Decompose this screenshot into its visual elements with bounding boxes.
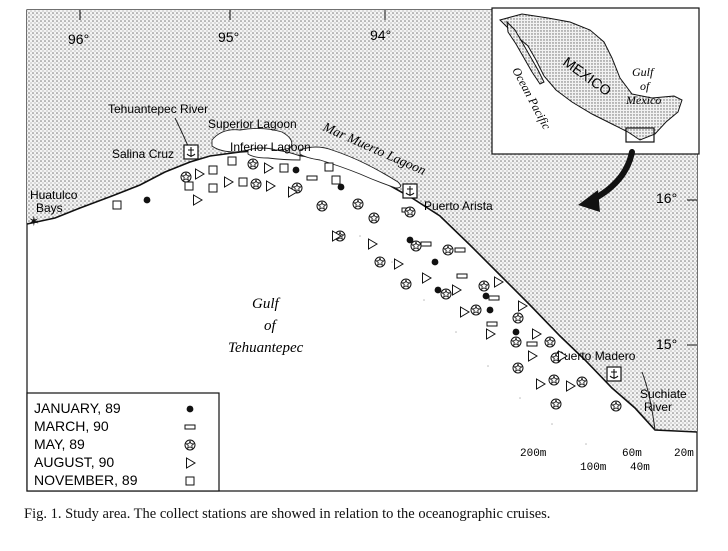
puerto-arista-port-icon <box>402 183 418 199</box>
station-may <box>404 206 416 218</box>
station-may <box>180 171 192 183</box>
suchiate-label: Suchiate <box>640 387 687 401</box>
salina-cruz-port-icon <box>183 144 199 160</box>
superior-lagoon-shape <box>211 127 293 153</box>
legend-march-label: MARCH, 90 <box>34 418 109 434</box>
station-november <box>208 165 218 175</box>
salina-cruz-label: Salina Cruz <box>112 147 174 161</box>
legend-filled-circle-icon <box>186 405 194 413</box>
station-january <box>143 196 151 204</box>
legend-november-label: NOVEMBER, 89 <box>34 472 138 488</box>
inset-of-label: of <box>640 79 651 93</box>
station-may <box>576 376 588 388</box>
inferior-lagoon-label: Inferior Lagoon <box>230 140 311 154</box>
station-may <box>400 278 412 290</box>
station-november <box>208 183 218 193</box>
gulf-label: Gulf <box>252 296 281 312</box>
station-may <box>550 398 562 410</box>
station-march <box>456 273 468 279</box>
station-november <box>279 163 289 173</box>
station-may <box>610 400 622 412</box>
station-may <box>316 200 328 212</box>
inset-gulf-label: Gulf <box>632 65 655 79</box>
bathymetry-dots <box>359 235 587 445</box>
station-january <box>512 328 520 336</box>
grid-ticks <box>79 10 697 346</box>
station-may <box>442 244 454 256</box>
station-march <box>526 341 538 347</box>
station-march <box>454 247 466 253</box>
station-may <box>247 158 259 170</box>
station-may <box>368 212 380 224</box>
huatulco-star-icon: ✶ <box>28 215 40 230</box>
depth-100m: 100m <box>580 462 607 474</box>
station-january <box>292 166 300 174</box>
puerto-madero-port-icon <box>606 366 622 382</box>
depth-40m: 40m <box>630 462 650 474</box>
legend-august-label: AUGUST, 90 <box>34 454 114 470</box>
station-november <box>331 175 341 185</box>
station-may <box>512 362 524 374</box>
legend-open-rectangle-icon <box>184 424 196 430</box>
station-may <box>470 304 482 316</box>
station-november <box>324 162 334 172</box>
station-may <box>250 178 262 190</box>
huatulco-label: Huatulco <box>30 188 78 202</box>
tehuantepec-label: Tehuantepec <box>228 340 304 356</box>
depth-20m: 20m <box>674 448 694 460</box>
station-january <box>434 286 442 294</box>
station-may <box>478 280 490 292</box>
station-march <box>420 241 432 247</box>
station-may <box>544 336 556 348</box>
station-march <box>488 295 500 301</box>
station-november <box>112 200 122 210</box>
station-january <box>431 258 439 266</box>
station-january <box>486 306 494 314</box>
station-may <box>374 256 386 268</box>
pointer-arrowhead-icon <box>578 190 600 212</box>
superior-lagoon-label: Superior Lagoon <box>208 117 297 131</box>
station-may <box>510 336 522 348</box>
inset-map: MEXICO Gulf of Mexico Ocean Pacific <box>491 7 700 155</box>
figure-caption: Fig. 1. Study area. The collect stations… <box>24 506 551 522</box>
station-november <box>238 177 248 187</box>
station-may <box>352 198 364 210</box>
baja-california-shape <box>506 20 545 85</box>
mexico-shape <box>499 13 683 141</box>
station-november <box>227 156 237 166</box>
river-label: River <box>644 400 672 414</box>
tehuantepec-river-label: Tehuantepec River <box>108 102 208 116</box>
station-may <box>548 374 560 386</box>
station-november <box>184 181 194 191</box>
longitude-96: 96° <box>68 31 89 47</box>
mar-muerto-lagoon-shape <box>299 146 401 189</box>
station-march <box>486 321 498 327</box>
inset-mexico-small-label: Mexico <box>625 93 661 107</box>
depth-60m: 60m <box>622 448 642 460</box>
station-january <box>482 292 490 300</box>
legend: JANUARY, 89 MARCH, 90 MAY, 89 AUGUST, 90… <box>26 392 220 492</box>
latitude-16: 16° <box>656 190 677 206</box>
station-may <box>440 288 452 300</box>
station-may <box>410 240 422 252</box>
longitude-95: 95° <box>218 29 239 45</box>
bays-label: Bays <box>36 201 63 215</box>
station-march <box>306 175 318 181</box>
puerto-madero-label: Puerto Madero <box>556 349 636 363</box>
station-may <box>512 312 524 324</box>
depth-200m: 200m <box>520 448 547 460</box>
puerto-arista-label: Puerto Arista <box>424 199 493 213</box>
legend-january-label: JANUARY, 89 <box>34 400 121 416</box>
station-january <box>337 183 345 191</box>
inset-study-area-box <box>625 127 655 143</box>
latitude-15: 15° <box>656 336 677 352</box>
legend-star-in-circle-icon <box>184 439 196 451</box>
inferior-lagoon-shape <box>247 147 301 161</box>
suchiate-river-line <box>641 371 656 431</box>
of-label: of <box>264 318 278 334</box>
longitude-94: 94° <box>370 27 391 43</box>
legend-open-square-icon <box>185 476 195 486</box>
legend-may-label: MAY, 89 <box>34 436 85 452</box>
